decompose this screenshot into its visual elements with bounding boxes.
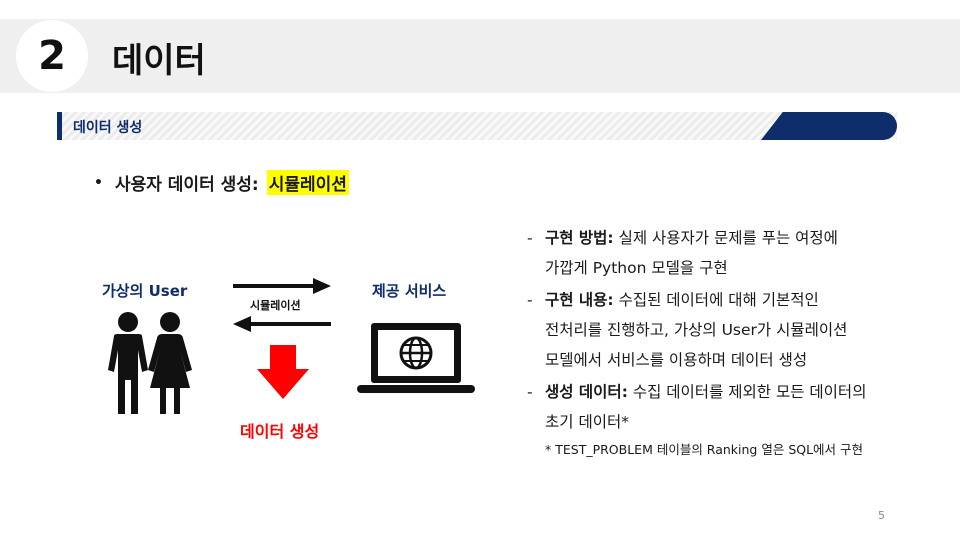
main-bullet-highlight: 시뮬레이션 [266,170,349,195]
people-icon [108,312,192,414]
main-bullet-prefix: 사용자 데이터 생성: [114,175,259,195]
main-bullet: • 사용자 데이터 생성: 시뮬레이션 [94,170,349,195]
section-number: 2 [16,20,88,92]
detail-item-method: - 구현 방법: 실제 사용자가 문제를 푸는 여정에 가깝게 Python 모… [527,223,927,283]
detail-item-generated-data: - 생성 데이터: 수집 데이터를 제외한 모든 데이터의 초기 데이터* [527,377,927,437]
arrow-label: 시뮬레이션 [250,299,301,312]
detail-text: 가깝게 Python 모델을 구현 [545,259,728,277]
detail-text: 수집된 데이터에 대해 기본적인 [618,291,819,309]
detail-text: 전처리를 진행하고, 가상의 User가 시뮬레이션 [545,321,848,339]
arrow-left-icon [233,316,331,332]
section-label: 데이터 생성 [73,120,143,136]
data-generation-label: 데이터 생성 [240,422,320,441]
section-tab-decoration [761,112,897,140]
detail-text: 수집 데이터를 제외한 모든 데이터의 [632,383,867,401]
dash: - [527,383,533,401]
detail-title: 구현 내용: [545,291,614,309]
arrow-right-icon [233,278,331,294]
service-label: 제공 서비스 [372,282,447,300]
title-bar [0,19,960,93]
dash: - [527,291,533,309]
dash: - [527,229,533,247]
section-accent [57,112,62,140]
detail-item-content: - 구현 내용: 수집된 데이터에 대해 기본적인 전처리를 진행하고, 가상의… [527,285,927,375]
bullet-dot: • [94,174,103,191]
arrow-down-icon [257,345,309,399]
user-label: 가상의 User [102,282,188,300]
detail-title: 구현 방법: [545,229,614,247]
detail-title: 생성 데이터: [545,383,628,401]
laptop-globe-icon [357,323,475,393]
detail-text: 실제 사용자가 문제를 푸는 여정에 [618,229,838,247]
detail-text: 초기 데이터* [545,413,629,431]
page-title: 데이터 [112,41,206,81]
footnote: * TEST_PROBLEM 테이블의 Ranking 열은 SQL에서 구현 [545,442,864,457]
section-header-bar: 데이터 생성 [57,112,897,140]
page-number: 5 [878,509,885,522]
detail-text: 모델에서 서비스를 이용하며 데이터 생성 [545,351,808,369]
details-list: - 구현 방법: 실제 사용자가 문제를 푸는 여정에 가깝게 Python 모… [527,223,927,461]
